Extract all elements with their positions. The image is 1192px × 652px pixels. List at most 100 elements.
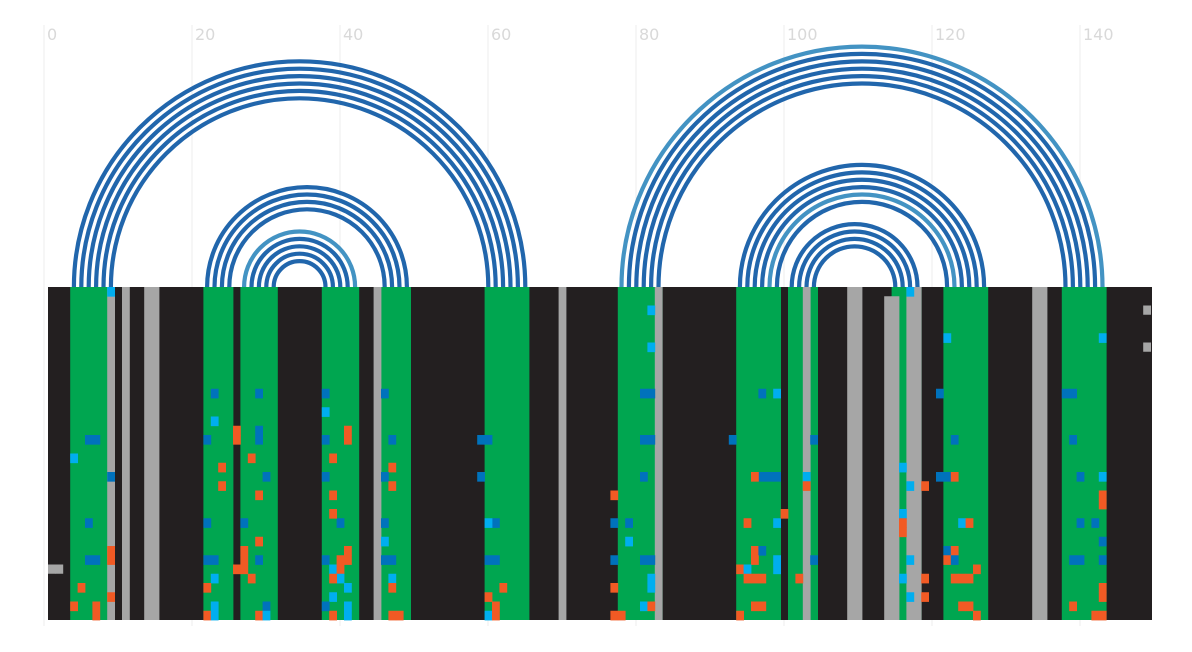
cell-81-34 xyxy=(647,601,656,612)
cell-28-11 xyxy=(255,388,263,399)
gap-column-0-30 xyxy=(48,564,56,574)
paired-column-124 xyxy=(965,287,974,620)
arc-21-48 xyxy=(205,185,409,288)
cell-46-21 xyxy=(388,481,397,491)
cell-39-30 xyxy=(336,564,345,575)
cell-38-24 xyxy=(329,509,337,519)
cell-37-29 xyxy=(321,555,330,565)
cell-59-16 xyxy=(484,435,493,445)
cell-98-25 xyxy=(773,518,781,528)
paired-column-6 xyxy=(92,287,101,620)
paired-column-59 xyxy=(484,287,493,620)
arc-94-125 xyxy=(745,170,979,288)
arc-100-117 xyxy=(789,222,920,288)
cell-142-35 xyxy=(1098,610,1107,621)
paired-column-93 xyxy=(736,287,744,620)
gap-column-133-0 xyxy=(1032,287,1040,620)
paired-column-21 xyxy=(203,287,212,620)
cell-142-23 xyxy=(1098,499,1107,510)
arc-3-64 xyxy=(71,59,528,288)
x-tick-label-80: 80 xyxy=(639,25,659,44)
paired-column-80 xyxy=(640,287,648,620)
cell-38-22 xyxy=(329,490,337,501)
cell-99-24 xyxy=(780,509,789,519)
arc-6-61 xyxy=(94,81,506,288)
paired-column-46 xyxy=(388,287,397,620)
cell-93-35 xyxy=(736,610,744,621)
cell-37-13 xyxy=(321,407,330,417)
cell-96-28 xyxy=(758,546,767,556)
cell-5-25 xyxy=(85,518,93,528)
cell-38-33 xyxy=(329,592,337,602)
cell-95-29 xyxy=(751,555,759,565)
cell-22-35 xyxy=(210,610,219,621)
cell-40-15 xyxy=(344,425,352,436)
arc-98-121 xyxy=(774,199,950,288)
arc-80-139 xyxy=(641,66,1083,288)
cell-142-20 xyxy=(1098,472,1107,482)
cell-118-21 xyxy=(921,481,929,491)
cell-59-33 xyxy=(484,592,493,602)
cell-98-20 xyxy=(773,472,781,482)
cell-124-25 xyxy=(965,518,974,528)
paired-column-101 xyxy=(795,287,804,620)
cell-98-11 xyxy=(773,388,781,399)
cell-142-32 xyxy=(1098,583,1107,593)
cell-8-29 xyxy=(107,555,115,565)
cell-95-31 xyxy=(751,573,759,584)
gap-column-113-1 xyxy=(884,296,892,620)
cell-115-31 xyxy=(899,573,907,584)
cell-120-11 xyxy=(936,388,944,399)
cell-22-31 xyxy=(210,573,219,584)
paired-column-61 xyxy=(499,287,508,620)
cell-81-16 xyxy=(647,435,656,445)
cell-142-5 xyxy=(1098,333,1107,343)
gap-column-114-1 xyxy=(891,296,900,620)
cell-115-19 xyxy=(899,462,907,473)
cell-125-35 xyxy=(973,610,981,621)
arc-82-137 xyxy=(656,81,1068,288)
cell-115-24 xyxy=(899,509,907,519)
cell-46-19 xyxy=(388,462,397,473)
cell-59-29 xyxy=(484,555,493,565)
cell-45-27 xyxy=(381,536,389,547)
paired-column-142 xyxy=(1098,287,1107,620)
paired-column-39 xyxy=(336,287,345,620)
cell-22-14 xyxy=(210,416,219,427)
cell-46-16 xyxy=(388,435,397,445)
cell-26-30 xyxy=(240,564,249,575)
arc-93-126 xyxy=(737,162,987,288)
arc-79-140 xyxy=(634,59,1090,288)
paired-column-23 xyxy=(218,287,226,620)
cell-94-30 xyxy=(743,564,752,575)
arc-23-46 xyxy=(219,199,395,288)
cell-80-29 xyxy=(640,555,648,565)
x-tick-label-100: 100 xyxy=(787,25,818,44)
paired-column-37 xyxy=(321,287,330,620)
cell-116-29 xyxy=(906,555,915,565)
cell-81-32 xyxy=(647,583,656,593)
cell-102-21 xyxy=(802,481,811,491)
cell-45-11 xyxy=(381,388,389,399)
cell-80-34 xyxy=(640,601,648,612)
cell-81-29 xyxy=(647,555,656,565)
cell-37-16 xyxy=(321,435,330,445)
cell-40-28 xyxy=(344,546,352,556)
arc-27-40 xyxy=(249,236,350,288)
cell-122-31 xyxy=(950,573,959,584)
cell-92-16 xyxy=(728,435,737,445)
paired-column-123 xyxy=(958,287,966,620)
cell-29-35 xyxy=(262,610,271,621)
cell-21-25 xyxy=(203,518,212,528)
cell-58-16 xyxy=(477,435,485,445)
arc-95-124 xyxy=(752,177,972,288)
arc-30-37 xyxy=(271,259,328,288)
gap-column-8-0 xyxy=(107,287,115,620)
cell-22-34 xyxy=(210,601,219,612)
cell-28-27 xyxy=(255,536,263,547)
arc-101-116 xyxy=(797,229,913,288)
paired-column-121 xyxy=(943,287,952,620)
cell-40-34 xyxy=(344,601,352,612)
arc-96-123 xyxy=(760,185,964,288)
cell-59-25 xyxy=(484,518,493,528)
